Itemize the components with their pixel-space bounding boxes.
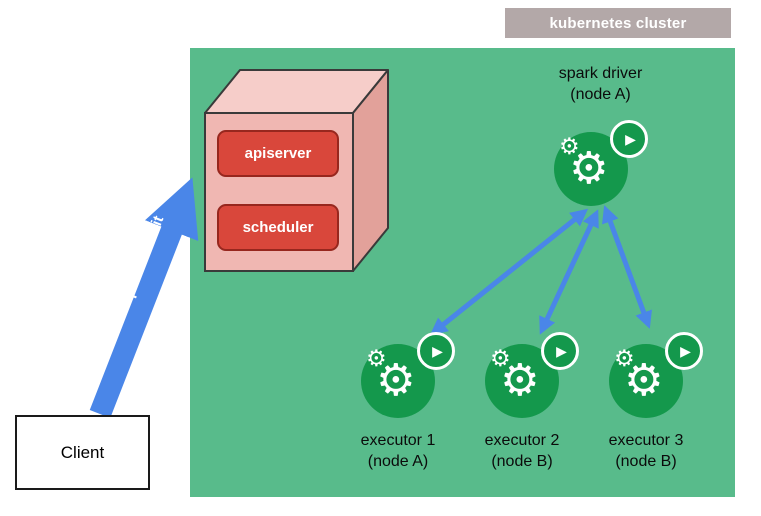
scheduler-box: scheduler bbox=[217, 204, 339, 251]
spark-driver-label: spark driver (node A) bbox=[518, 64, 683, 106]
gear-icon: ⚙ bbox=[490, 345, 511, 371]
executor1-name: executor 1 bbox=[360, 432, 436, 449]
spark-driver-node: (node A) bbox=[570, 85, 631, 103]
play-icon: ▶ bbox=[665, 332, 703, 370]
gear-icon: ⚙ bbox=[569, 144, 609, 193]
executor3-name: executor 3 bbox=[608, 432, 684, 449]
executor2-icon: ⚙ ⚙ ▶ bbox=[483, 328, 581, 422]
executor2-name: executor 2 bbox=[484, 432, 560, 449]
play-glyph: ▶ bbox=[625, 130, 636, 147]
spark-driver-name: spark driver bbox=[558, 65, 643, 82]
executor1-label: executor 1 (node A) bbox=[333, 431, 463, 473]
spark-submit-arrow bbox=[89, 177, 199, 419]
executor2-node: (node B) bbox=[491, 452, 553, 470]
executor1-icon: ⚙ ⚙ ▶ bbox=[359, 328, 457, 422]
kubernetes-cluster-label: kubernetes cluster bbox=[505, 8, 731, 38]
play-glyph: ▶ bbox=[556, 342, 567, 359]
gear-icon: ⚙ bbox=[500, 356, 540, 405]
play-icon: ▶ bbox=[610, 120, 648, 158]
gear-icon: ⚙ bbox=[366, 345, 387, 371]
play-icon: ▶ bbox=[417, 332, 455, 370]
play-glyph: ▶ bbox=[680, 342, 691, 359]
client-box: Client bbox=[15, 415, 150, 490]
executor3-icon: ⚙ ⚙ ▶ bbox=[607, 328, 705, 422]
play-glyph: ▶ bbox=[432, 342, 443, 359]
spark-driver-icon: ⚙ ⚙ ▶ bbox=[552, 116, 650, 210]
executor3-label: executor 3 (node B) bbox=[581, 431, 711, 473]
play-icon: ▶ bbox=[541, 332, 579, 370]
arrow-driver-executor2 bbox=[539, 209, 599, 335]
arrow-driver-executor3 bbox=[602, 205, 652, 329]
executor1-node: (node A) bbox=[367, 452, 429, 470]
container-blob: ⚙ ⚙ bbox=[485, 344, 559, 418]
gear-icon: ⚙ bbox=[559, 133, 580, 159]
executor3-node: (node B) bbox=[615, 452, 677, 470]
arrow-driver-executor1 bbox=[429, 208, 589, 336]
gear-icon: ⚙ bbox=[376, 356, 416, 405]
executor2-label: executor 2 (node B) bbox=[457, 431, 587, 473]
apiserver-box: apiserver bbox=[217, 130, 339, 177]
gear-icon: ⚙ bbox=[614, 345, 635, 371]
container-blob: ⚙ ⚙ bbox=[609, 344, 683, 418]
gear-icon: ⚙ bbox=[624, 356, 664, 405]
